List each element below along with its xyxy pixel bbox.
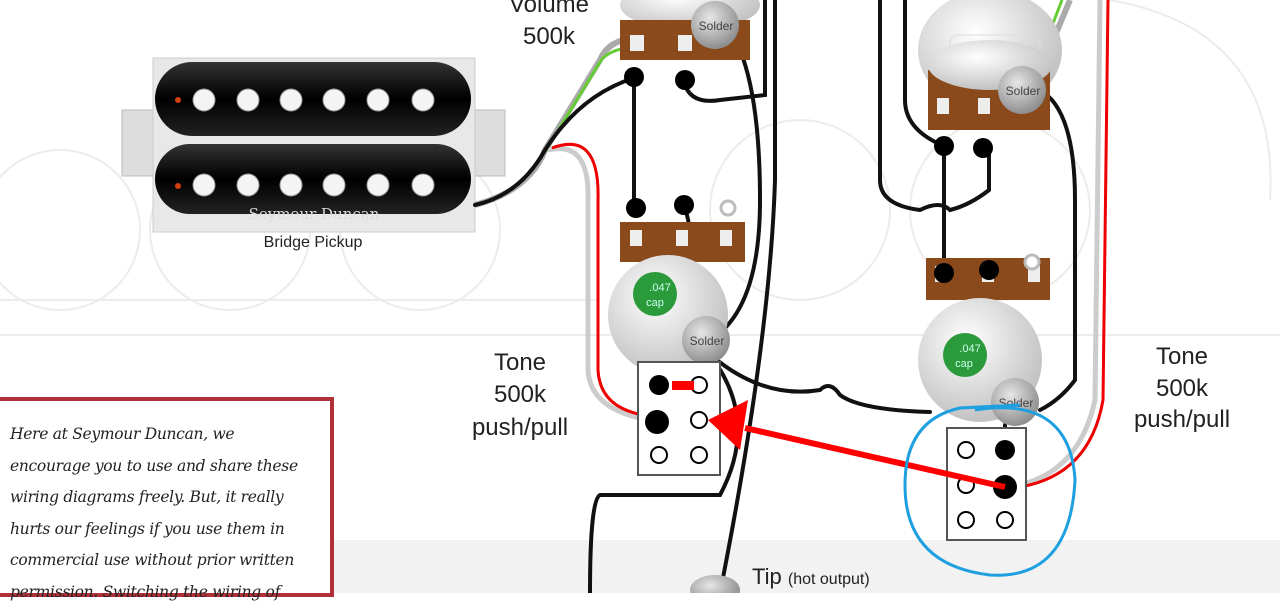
jack-tip-note: (hot output)	[788, 571, 870, 588]
notice-line: encourage you to use and share these	[10, 451, 304, 483]
jack-tip: Tip	[752, 564, 782, 589]
notice-line: permission. Switching the wiring of	[10, 577, 304, 608]
volume-pot-right: Solder	[918, 0, 1062, 158]
tone-left-value: 500k	[494, 381, 547, 408]
cap-unit: cap	[646, 297, 664, 309]
notice-line: hurts our feelings if you use them in	[10, 514, 304, 546]
bridge-pickup: Seymour Duncan Bridge Pickup	[122, 58, 505, 251]
push-pull-switch-left	[638, 362, 720, 475]
usage-notice: Here at Seymour Duncan, we encourage you…	[0, 397, 334, 597]
volume-label: Volume	[509, 0, 589, 18]
tone-right-value: 500k	[1156, 375, 1209, 402]
tone-pot-right: .047 cap Solder	[918, 255, 1050, 426]
pickup-caption: Bridge Pickup	[264, 234, 363, 251]
notice-line: wiring diagrams freely. But, it really	[10, 482, 304, 514]
pickup-brand: Seymour Duncan	[249, 205, 380, 223]
volume-value: 500k	[523, 23, 576, 50]
cap-value: .047	[649, 282, 670, 294]
cap-unit: cap	[955, 358, 973, 370]
tone-right-type: push/pull	[1134, 406, 1230, 433]
volume-pot-left: Solder	[620, 0, 760, 90]
tone-left-label: Tone	[494, 349, 546, 376]
solder-label: Solder	[699, 19, 734, 33]
tone-left-type: push/pull	[472, 414, 568, 441]
tone-right-label: Tone	[1156, 343, 1208, 370]
jumper-mark	[672, 381, 694, 390]
solder-label: Solder	[1006, 84, 1041, 98]
solder-label: Solder	[690, 334, 725, 348]
cap-value: .047	[959, 343, 980, 355]
notice-line: commercial use without prior written	[10, 545, 304, 577]
notice-line: Here at Seymour Duncan, we	[10, 419, 304, 451]
tone-pot-left: .047 cap Solder	[608, 195, 745, 375]
